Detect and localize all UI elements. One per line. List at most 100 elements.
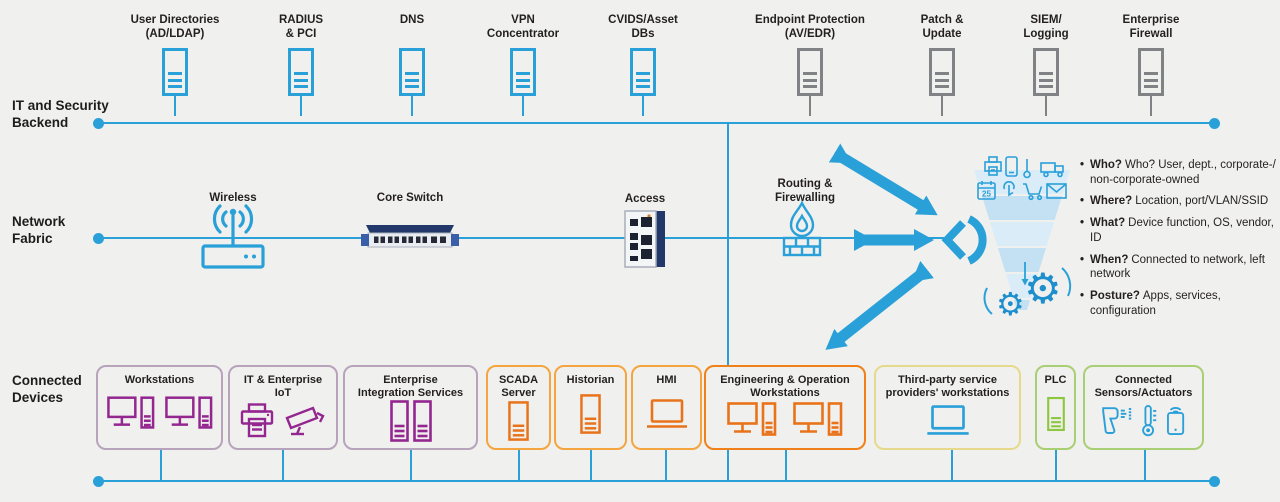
workstation-icon (165, 396, 213, 433)
box-connector (590, 450, 592, 481)
server-icon (630, 48, 656, 96)
server-pair-icon (390, 400, 432, 442)
access-label: Access (624, 193, 666, 205)
core-switch-device (361, 225, 459, 248)
device-box-plc: PLC (1035, 365, 1076, 450)
plc-icon (1047, 395, 1065, 433)
backend-node-cvids-asset-dbs: CVIDS/Asset DBs (581, 14, 705, 116)
box-connector (951, 450, 953, 481)
box-connector (1055, 450, 1057, 481)
core-switch-label: Core Switch (376, 192, 444, 204)
backend-node-dns: DNS (350, 14, 474, 116)
calendar-mini-icon: 25 (977, 181, 996, 200)
backend-node-label: DNS (399, 14, 425, 26)
server-icon (1033, 48, 1059, 96)
device-box-connected-sensors: Connected Sensors/Actuators (1083, 365, 1204, 450)
node-stub-line (522, 96, 524, 116)
device-box-title: Engineering & Operation Workstations (720, 374, 850, 399)
funnel-output-arrow (1021, 262, 1029, 286)
backbone-vertical-connector (727, 123, 729, 365)
node-stub-line (411, 96, 413, 116)
backend-node-user-directories: User Directories (AD/LDAP) (113, 14, 237, 116)
truck-mini-icon (1040, 162, 1064, 178)
workstation-icon (727, 402, 777, 440)
thermometer-icon (1140, 404, 1157, 438)
device-box-title: Enterprise Integration Services (357, 374, 464, 399)
device-box-title: PLC (1044, 374, 1067, 386)
smartphone-wifi-icon (1165, 405, 1187, 436)
backend-node-label: RADIUS & PCI (278, 14, 324, 40)
backend-node-patch-update: Patch & Update (880, 14, 1004, 116)
laptop-icon (646, 399, 688, 429)
backend-node-label: Enterprise Firewall (1122, 14, 1180, 40)
backend-node-endpoint-protection: Endpoint Protection (AV/EDR) (748, 14, 872, 116)
fabric-row-label: Network Fabric (12, 214, 66, 246)
backend-row-label: IT and Security Backend (12, 98, 109, 130)
device-box-hmi: HMI (631, 365, 702, 450)
device-box-workstations: Workstations (96, 365, 223, 450)
backend-node-label: SIEM/ Logging (1023, 14, 1069, 40)
server-icon (162, 48, 188, 96)
svg-text:⚙: ⚙ (1024, 264, 1062, 313)
devices-row-label: Connected Devices (12, 373, 82, 405)
access-switch-device (624, 210, 665, 268)
touch-hand-mini-icon (1003, 181, 1015, 197)
server-icon (580, 394, 601, 434)
thermometer-mini-icon (1023, 159, 1031, 179)
svg-text:⚙: ⚙ (996, 285, 1025, 323)
printer-mini-icon (984, 156, 1002, 176)
cart-mini-icon (1023, 183, 1043, 201)
node-stub-line (174, 96, 176, 116)
node-stub-line (809, 96, 811, 116)
server-icon (510, 48, 536, 96)
server-icon (797, 48, 823, 96)
device-box-title: SCADA Server (498, 374, 539, 399)
box-connector (518, 450, 520, 481)
server-icon (399, 48, 425, 96)
backend-node-radius-pci: RADIUS & PCI (239, 14, 363, 116)
barcode-scanner-icon (1100, 405, 1132, 437)
device-box-title: Third-party service providers' workstati… (885, 374, 1010, 399)
backend-node-siem-logging: SIEM/ Logging (984, 14, 1108, 116)
routing-firewalling-label: Routing & Firewalling (774, 178, 836, 204)
wireless-access-point-icon (201, 204, 265, 269)
funnel-device-icons: 25 (977, 156, 1067, 201)
box-connector (410, 450, 412, 481)
box-connector (282, 450, 284, 481)
node-stub-line (1045, 96, 1047, 116)
bidirectional-traffic-arrows (825, 143, 938, 350)
device-box-title: Connected Sensors/Actuators (1094, 374, 1193, 399)
profile-bullet-when: When?Connected to network, left network (1080, 253, 1276, 282)
server-icon (288, 48, 314, 96)
server-icon (1138, 48, 1164, 96)
node-stub-line (941, 96, 943, 116)
device-box-engineering-workstations: Engineering & Operation Workstations (704, 365, 866, 450)
device-box-scada-server: SCADA Server (486, 365, 551, 450)
profile-bullet-where: Where?Location, port/VLAN/SSID (1080, 194, 1276, 209)
profiling-bullet-list: Who?Who? User, dept., corporate-/ non-co… (1080, 158, 1276, 325)
node-stub-line (300, 96, 302, 116)
laptop-icon (926, 405, 970, 436)
device-box-third-party-workstations: Third-party service providers' workstati… (874, 365, 1021, 450)
workstation-icon (793, 402, 843, 440)
devices-bus-line (93, 475, 1220, 487)
svg-text:25: 25 (982, 190, 991, 199)
device-box-title: HMI (656, 374, 677, 386)
device-box-enterprise-integration: Enterprise Integration Services (343, 365, 478, 450)
backend-node-label: Patch & Update (920, 14, 964, 40)
smartphone-mini-icon (1005, 156, 1018, 177)
profile-bullet-who: Who?Who? User, dept., corporate-/ non-co… (1080, 158, 1276, 187)
server-icon (508, 401, 529, 441)
device-box-historian: Historian (554, 365, 627, 450)
box-connector (727, 450, 729, 481)
device-box-title: Historian (566, 374, 615, 386)
wireless-label: Wireless (209, 192, 257, 204)
backend-node-label: CVIDS/Asset DBs (608, 14, 678, 40)
node-stub-line (642, 96, 644, 116)
device-box-title: IT & Enterprise IoT (243, 374, 323, 399)
backend-node-label: Endpoint Protection (AV/EDR) (755, 14, 865, 40)
envelope-mini-icon (1046, 183, 1067, 199)
backend-node-label: VPN Concentrator (486, 14, 560, 40)
device-box-title: Workstations (124, 374, 195, 386)
box-connector (160, 450, 162, 481)
